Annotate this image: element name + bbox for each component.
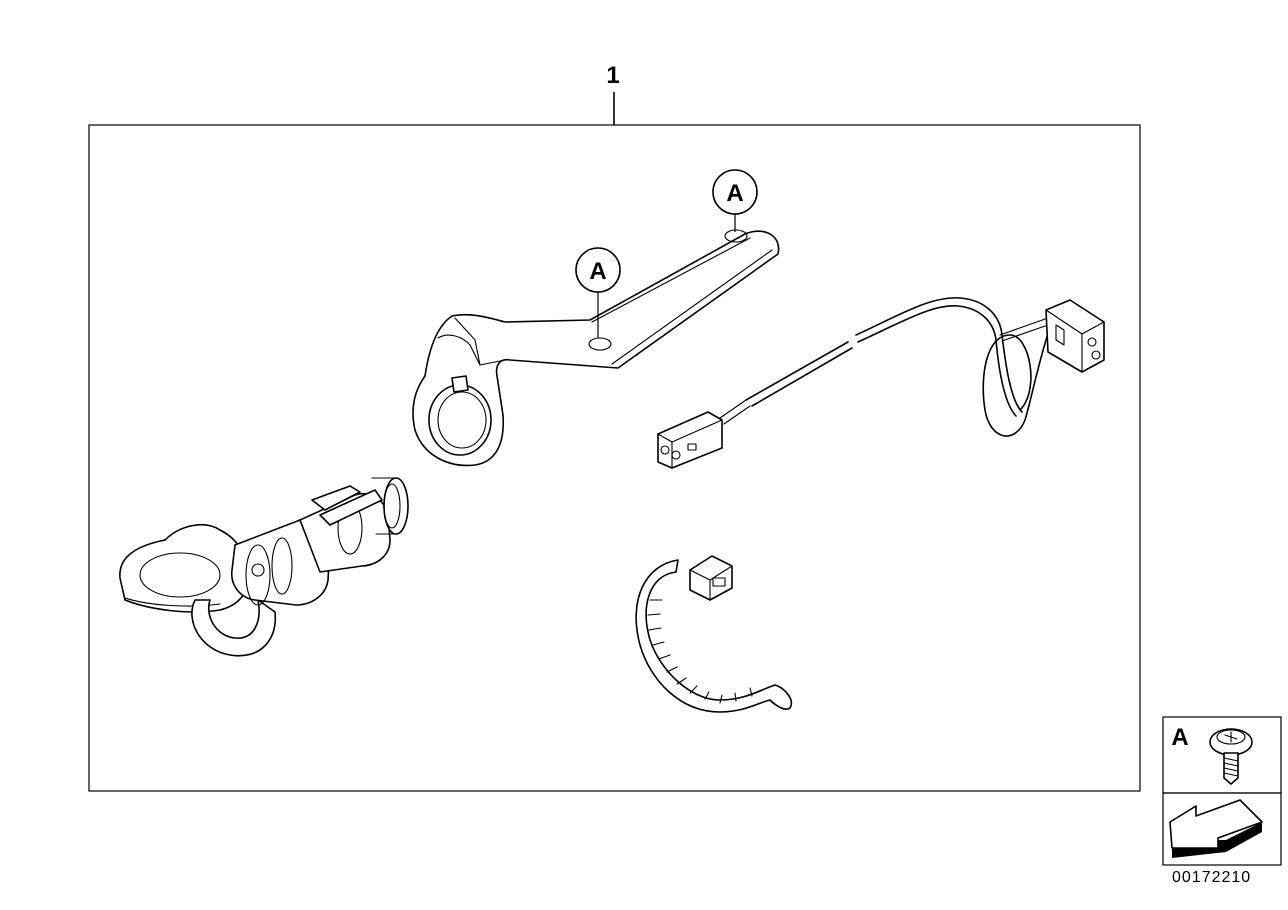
main-callout-label: 1 — [606, 62, 619, 89]
direction-arrow-icon — [1169, 799, 1263, 858]
wiring-harness — [657, 297, 1105, 469]
hole-callout-right — [712, 169, 758, 215]
diagram-number: 00172210 — [1172, 869, 1252, 886]
hole-callout-left-label: A — [589, 258, 606, 285]
cable-tie — [635, 555, 793, 713]
mounting-bracket — [412, 229, 780, 467]
kit-frame — [88, 124, 1141, 792]
legend-arrow-box — [1162, 792, 1282, 866]
screw-icon — [1209, 728, 1253, 785]
hole-callout-left — [575, 247, 621, 293]
socket-assembly — [119, 477, 409, 657]
legend-callout-label: A — [1171, 724, 1188, 751]
hole-callout-right-label: A — [726, 180, 743, 207]
